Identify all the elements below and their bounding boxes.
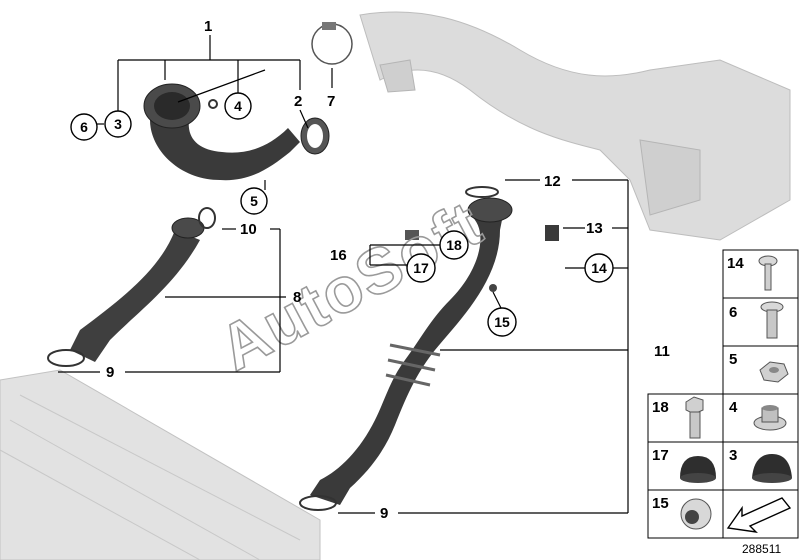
- svg-text:5: 5: [729, 351, 737, 368]
- legend-cell-arrow: [726, 497, 792, 533]
- screw-icon: [758, 255, 778, 291]
- svg-text:17: 17: [413, 260, 429, 276]
- legend-cell-4: 4: [729, 399, 787, 431]
- legend-cell-5: 5: [729, 351, 789, 383]
- callout-2: 2: [294, 93, 302, 110]
- callout-11: 11: [654, 343, 670, 360]
- callout-14-circled: 14: [584, 253, 614, 283]
- svg-text:18: 18: [652, 399, 669, 416]
- legend-grid: [647, 249, 799, 539]
- legend-cell-18: 18: [652, 396, 704, 439]
- callout-6-circled: 6: [70, 113, 98, 141]
- callout-9-right: 9: [380, 505, 388, 522]
- callout-15-circled: 15: [487, 307, 517, 337]
- svg-text:15: 15: [652, 495, 669, 512]
- callout-4-circled: 4: [224, 92, 252, 120]
- legend-cell-6: 6: [729, 301, 784, 339]
- background-intercooler: [0, 369, 321, 560]
- callout-1: 1: [204, 18, 212, 35]
- svg-text:4: 4: [234, 98, 242, 114]
- rubber-cap-icon: [680, 456, 716, 483]
- svg-text:17: 17: [652, 447, 669, 464]
- hex-bolt-icon: [685, 396, 704, 439]
- svg-text:6: 6: [80, 119, 88, 135]
- legend-cell-3: 3: [729, 447, 792, 483]
- hose-clamp-band: [311, 22, 353, 65]
- callout-18-circled: 18: [439, 230, 469, 260]
- rubber-mount-icon: [752, 454, 792, 483]
- callout-7: 7: [327, 93, 335, 110]
- watermark: AutoSoft: [208, 186, 494, 384]
- charge-air-pipe-right: [299, 186, 513, 511]
- pointer-arrow-icon: [726, 497, 792, 533]
- grommet-icon: [753, 405, 787, 431]
- hose-clamp-ring: [300, 117, 330, 155]
- callout-3-circled: 3: [104, 110, 132, 138]
- svg-text:15: 15: [494, 314, 510, 330]
- callout-9-left: 9: [106, 364, 114, 381]
- svg-text:14: 14: [591, 260, 607, 276]
- svg-text:3: 3: [114, 116, 122, 132]
- legend-cell-14: 14: [727, 255, 778, 291]
- callout-10: 10: [240, 221, 257, 238]
- sensor-part: [405, 225, 559, 292]
- callout-17-circled: 17: [406, 253, 436, 283]
- leader-lines: [58, 35, 629, 514]
- legend-cell-17: 17: [652, 447, 716, 483]
- svg-text:3: 3: [729, 447, 737, 464]
- hose-upper-part: [143, 83, 300, 181]
- callout-12: 12: [544, 173, 561, 190]
- background-air-duct: [359, 11, 791, 241]
- callout-8: 8: [293, 289, 301, 306]
- callout-13: 13: [586, 220, 603, 237]
- charge-air-pipe-left: [47, 207, 216, 367]
- callout-16: 16: [330, 247, 347, 264]
- svg-text:18: 18: [446, 237, 462, 253]
- svg-text:5: 5: [250, 193, 258, 209]
- flange-bolt-icon: [760, 301, 784, 339]
- document-id: 288511: [742, 542, 781, 556]
- hex-nut-icon: [759, 361, 789, 383]
- callout-5-circled: 5: [240, 187, 268, 215]
- svg-text:14: 14: [727, 255, 744, 272]
- svg-text:6: 6: [729, 304, 737, 321]
- svg-text:4: 4: [729, 399, 738, 416]
- clip-nut-icon: [680, 498, 712, 530]
- legend-cell-15: 15: [652, 495, 712, 530]
